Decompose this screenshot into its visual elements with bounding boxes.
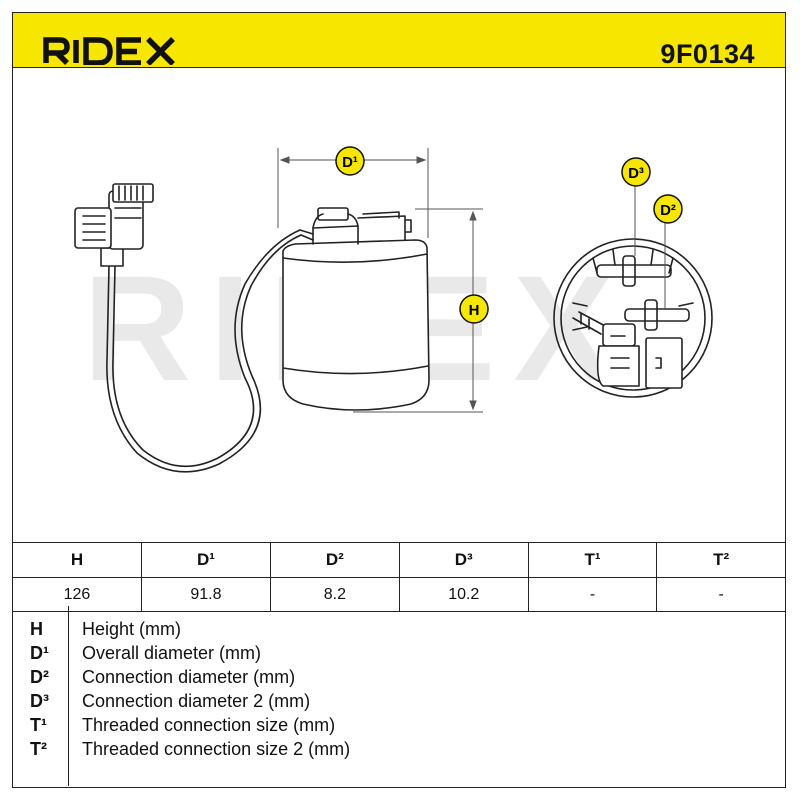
technical-drawing: RIDEX D¹ H — [74, 146, 713, 473]
part-number: 9F0134 — [660, 39, 755, 69]
d2-badge — [653, 194, 683, 224]
header-d2: D² — [269, 542, 400, 578]
value-d1: 91.8 — [140, 577, 271, 612]
legend-description: Connection diameter (mm) — [82, 667, 296, 687]
legend-symbol: H — [30, 619, 43, 639]
legend-row: T² Threaded connection size 2 (mm) — [12, 739, 772, 763]
dimension-h — [353, 208, 483, 413]
legend-symbol: T¹ — [30, 715, 47, 735]
spec-table-value-row: 126 91.8 8.2 10.2 - - — [12, 577, 786, 612]
legend-description: Height (mm) — [82, 619, 182, 639]
legend-symbol: D² — [30, 667, 49, 687]
ridex-logo — [43, 37, 175, 65]
header-d1: D¹ — [140, 542, 271, 578]
legend-row: H Height (mm) — [12, 619, 772, 643]
dimension-d1 — [277, 148, 429, 238]
d3-label: D³ — [628, 165, 644, 182]
d3-badge — [621, 157, 651, 187]
legend: H Height (mm) D¹ Overall diameter (mm) D… — [12, 606, 786, 788]
fuel-filter-top-view — [553, 238, 713, 398]
legend-row: D³ Connection diameter 2 (mm) — [12, 691, 772, 715]
legend-symbol: T² — [30, 739, 47, 759]
value-d3: 10.2 — [398, 577, 529, 612]
value-h: 126 — [12, 577, 142, 612]
value-t2: - — [656, 577, 786, 612]
d1-badge — [335, 146, 365, 176]
legend-row: T¹ Threaded connection size (mm) — [12, 715, 772, 739]
h-label: H — [469, 302, 480, 319]
header-t1: T¹ — [527, 542, 658, 578]
header-d3: D³ — [398, 542, 529, 578]
d2-label: D² — [660, 202, 676, 219]
legend-symbol: D³ — [30, 691, 49, 711]
legend-divider — [68, 606, 69, 786]
legend-description: Threaded connection size 2 (mm) — [82, 739, 351, 759]
h-badge — [459, 294, 489, 324]
legend-description: Overall diameter (mm) — [82, 643, 262, 663]
legend-symbol: D¹ — [30, 643, 49, 663]
legend-row: D² Connection diameter (mm) — [12, 667, 772, 691]
legend-description: Connection diameter 2 (mm) — [82, 691, 311, 711]
spec-table-header-row: H D¹ D² D³ T¹ T² — [12, 542, 786, 578]
value-d2: 8.2 — [269, 577, 400, 612]
legend-row: D¹ Overall diameter (mm) — [12, 643, 772, 667]
spec-table: H D¹ D² D³ T¹ T² 126 91.8 8.2 10.2 - - — [12, 542, 786, 612]
value-t1: - — [527, 577, 658, 612]
header-bar: 9F0134 — [12, 12, 786, 69]
legend-description: Threaded connection size (mm) — [82, 715, 336, 735]
d1-label: D¹ — [342, 154, 358, 171]
header-h: H — [12, 542, 142, 578]
header-t2: T² — [656, 542, 786, 578]
fuel-filter-side-view — [74, 183, 430, 473]
